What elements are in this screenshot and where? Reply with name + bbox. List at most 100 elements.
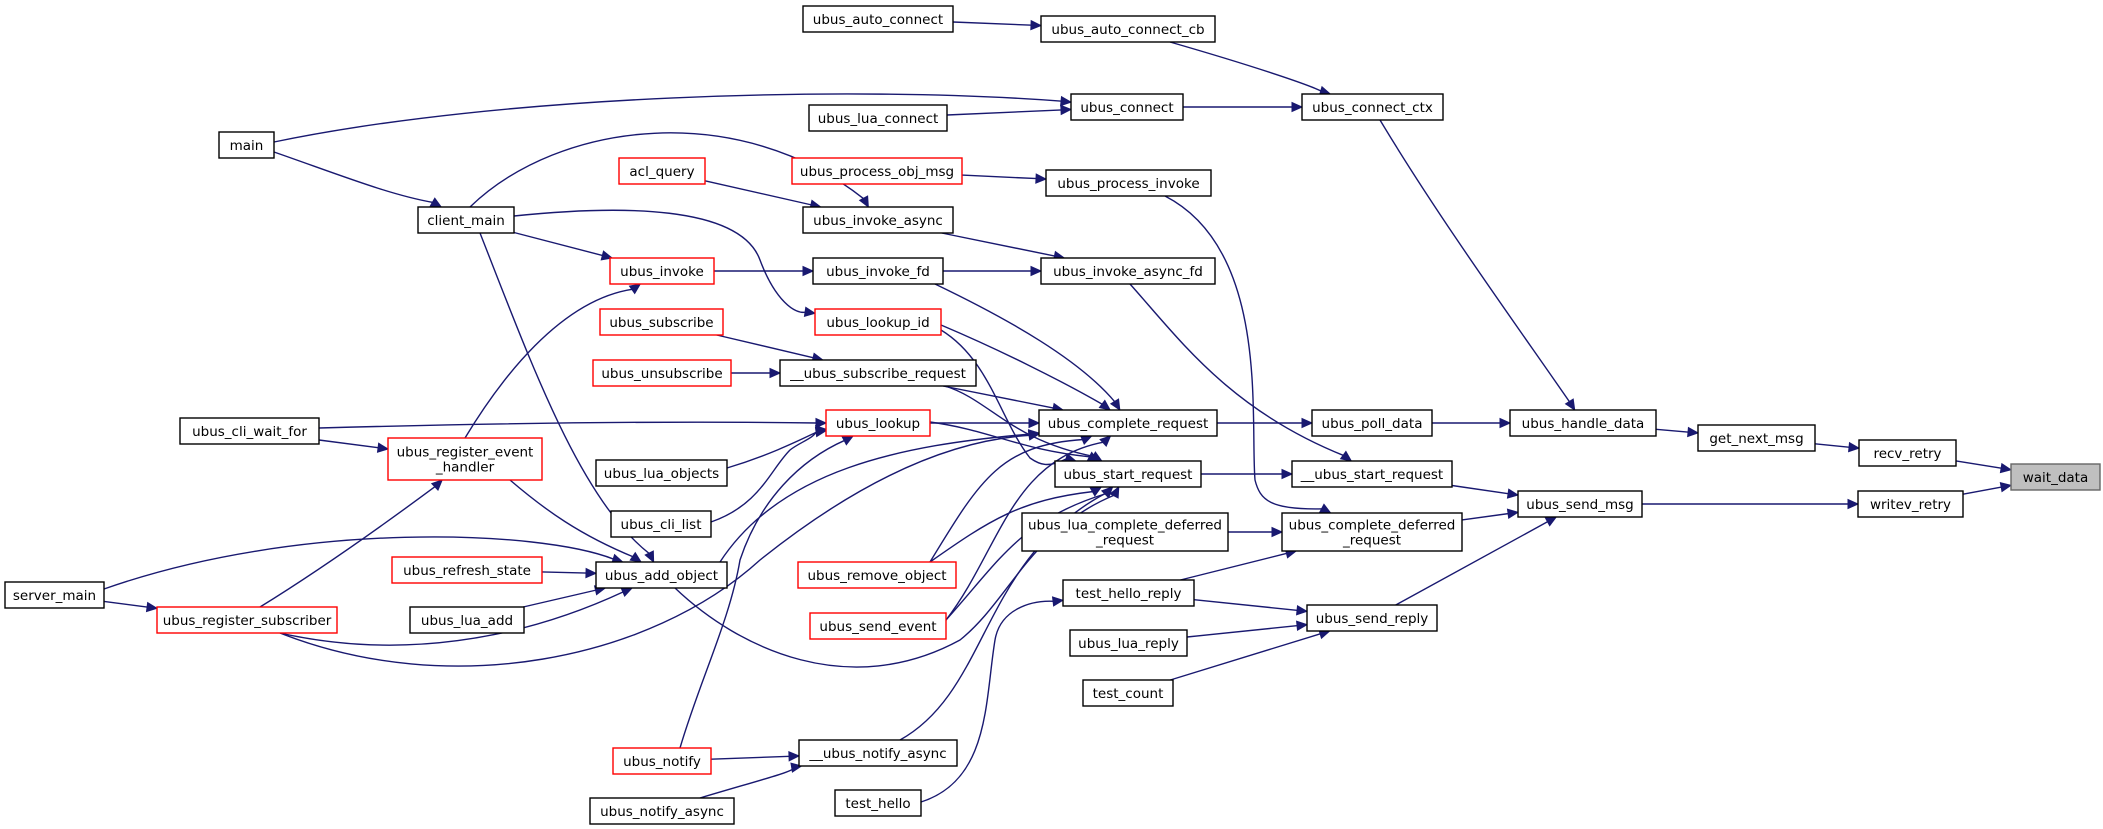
node-ubus_process_invoke[interactable]: ubus_process_invoke [1045, 169, 1212, 197]
node-label: ubus_poll_data [1322, 416, 1423, 432]
edge-ubus_add_object-to-ubus_complete_request [719, 429, 1041, 563]
nodes-layer: wait_data recv_retry writev_retry get_next_… [4, 5, 2101, 825]
edge-ubus_notify_async-to-__ubus_notify_async [699, 762, 803, 799]
node-ubus_lua_connect[interactable]: ubus_lua_connect [808, 104, 948, 132]
node-ubus_lookup[interactable]: ubus_lookup [825, 409, 931, 437]
node-label: ubus_complete_deferred [1289, 518, 1456, 534]
node-test_hello[interactable]: test_hello [834, 789, 922, 817]
node-ubus_complete_request[interactable]: ubus_complete_request [1038, 409, 1218, 437]
node-ubus_invoke_fd[interactable]: ubus_invoke_fd [812, 257, 944, 285]
node-ubus_cli_list[interactable]: ubus_cli_list [610, 510, 712, 538]
node-__ubus_start_request[interactable]: __ubus_start_request [1291, 460, 1453, 488]
node-ubus_poll_data[interactable]: ubus_poll_data [1311, 409, 1433, 437]
edge-ubus_lookup_id-to-ubus_start_request [940, 329, 1077, 466]
edge-server_main-to-ubus_register_subscriber [103, 600, 159, 613]
node-label: get_next_msg [1709, 431, 1803, 447]
node-ubus_process_obj_msg[interactable]: ubus_process_obj_msg [791, 157, 963, 185]
node-ubus_notify[interactable]: ubus_notify [612, 747, 712, 775]
node-label: test_hello_reply [1076, 586, 1182, 602]
node-label: ubus_register_subscriber [163, 613, 332, 629]
node-ubus_lua_add[interactable]: ubus_lua_add [409, 606, 525, 634]
node-ubus_complete_deferred_request[interactable]: ubus_complete_deferred_request [1281, 512, 1463, 552]
node-label: _handler [435, 460, 495, 476]
edge-ubus_lua_objects-to-ubus_lookup [726, 426, 828, 469]
node-label: test_hello [845, 796, 910, 812]
edge-ubus_complete_deferred_request-to-ubus_send_msg [1461, 508, 1520, 521]
node-wait_data: wait_data [2010, 463, 2101, 491]
edge-ubus_auto_connect_cb-to-ubus_connect_ctx [1169, 41, 1332, 97]
node-ubus_invoke_async[interactable]: ubus_invoke_async [802, 206, 954, 234]
node-ubus_connect[interactable]: ubus_connect [1070, 93, 1184, 121]
node-label: writev_retry [1870, 497, 1951, 513]
node-ubus_lua_reply[interactable]: ubus_lua_reply [1069, 629, 1188, 657]
edge-ubus_complete_request-to-ubus_poll_data [1217, 417, 1314, 429]
edge-ubus_register_event_handler-to-ubus_invoke [464, 283, 642, 439]
node-ubus_register_subscriber[interactable]: ubus_register_subscriber [156, 606, 338, 634]
node-label: ubus_invoke_async_fd [1053, 264, 1203, 280]
node-ubus_add_object[interactable]: ubus_add_object [595, 561, 728, 589]
node-ubus_unsubscribe[interactable]: ubus_unsubscribe [592, 359, 732, 387]
edge-ubus_auto_connect-to-ubus_auto_connect_cb [952, 19, 1043, 31]
node-label: __ubus_notify_async [808, 746, 946, 762]
node-ubus_connect_ctx[interactable]: ubus_connect_ctx [1301, 93, 1444, 121]
node-main[interactable]: main [218, 131, 275, 159]
edge-ubus_lua_connect-to-ubus_connect [946, 104, 1073, 116]
node-ubus_send_reply[interactable]: ubus_send_reply [1306, 604, 1438, 632]
node-ubus_subscribe[interactable]: ubus_subscribe [599, 308, 724, 336]
node-label: ubus_send_reply [1316, 611, 1429, 627]
node-label: ubus_add_object [605, 568, 718, 584]
node-ubus_handle_data[interactable]: ubus_handle_data [1509, 409, 1657, 437]
edge-ubus_unsubscribe-to-__ubus_subscribe_request [731, 367, 782, 379]
node-acl_query[interactable]: acl_query [618, 157, 706, 185]
node-__ubus_subscribe_request[interactable]: __ubus_subscribe_request [779, 359, 977, 387]
node-ubus_send_msg[interactable]: ubus_send_msg [1517, 490, 1643, 518]
node-test_count[interactable]: test_count [1082, 679, 1174, 707]
node-label: ubus_invoke_fd [826, 264, 930, 280]
node-label: ubus_cli_list [621, 517, 702, 533]
node-test_hello_reply[interactable]: test_hello_reply [1062, 579, 1195, 607]
edge-ubus_lookup-to-ubus_complete_request [930, 417, 1041, 429]
node-client_main[interactable]: client_main [417, 206, 515, 234]
edge-server_main-to-ubus_add_object [103, 536, 624, 590]
node-label: test_count [1093, 686, 1164, 702]
node-label: __ubus_start_request [1300, 467, 1443, 483]
node-label: ubus_auto_connect_cb [1051, 22, 1204, 38]
edge-ubus_refresh_state-to-ubus_add_object [541, 567, 598, 579]
edge-client_main-to-ubus_invoke [513, 231, 614, 261]
node-writev_retry[interactable]: writev_retry [1857, 490, 1964, 518]
node-ubus_cli_wait_for[interactable]: ubus_cli_wait_for [179, 417, 320, 445]
node-label: client_main [427, 213, 505, 229]
node-ubus_notify_async[interactable]: ubus_notify_async [589, 797, 735, 825]
edge-ubus_cli_wait_for-to-ubus_register_event_handler [318, 439, 390, 453]
edge-ubus_handle_data-to-get_next_msg [1655, 426, 1700, 438]
node-recv_retry[interactable]: recv_retry [1858, 439, 1957, 467]
node-ubus_register_event_handler[interactable]: ubus_register_event_handler [387, 437, 543, 481]
node-label: ubus_unsubscribe [601, 366, 722, 382]
edge-test_hello_reply-to-ubus_send_reply [1193, 599, 1309, 616]
node-ubus_lua_complete_deferred_request[interactable]: ubus_lua_complete_deferred_request [1021, 512, 1229, 552]
node-label: ubus_invoke [620, 264, 704, 280]
node-ubus_start_request[interactable]: ubus_start_request [1054, 460, 1202, 488]
node-ubus_invoke[interactable]: ubus_invoke [609, 257, 715, 285]
edge-ubus_cli_list-to-ubus_lookup [710, 425, 828, 523]
node-ubus_auto_connect_cb[interactable]: ubus_auto_connect_cb [1040, 15, 1216, 43]
node-label: ubus_handle_data [1522, 416, 1645, 432]
node-__ubus_notify_async[interactable]: __ubus_notify_async [798, 739, 958, 767]
node-label: ubus_complete_request [1048, 416, 1209, 432]
node-server_main[interactable]: server_main [4, 581, 105, 609]
edge-ubus_connect-to-ubus_connect_ctx [1183, 101, 1304, 113]
edge-main-to-client_main [273, 151, 443, 208]
node-label: ubus_start_request [1064, 467, 1193, 483]
node-ubus_remove_object[interactable]: ubus_remove_object [797, 561, 957, 589]
edge-ubus_process_obj_msg-to-ubus_process_invoke [961, 173, 1048, 184]
edge-test_hello_reply-to-ubus_complete_deferred_request [1180, 548, 1298, 581]
node-ubus_refresh_state[interactable]: ubus_refresh_state [391, 556, 543, 584]
node-ubus_send_event[interactable]: ubus_send_event [809, 612, 947, 640]
node-ubus_invoke_async_fd[interactable]: ubus_invoke_async_fd [1040, 257, 1216, 285]
node-ubus_lua_objects[interactable]: ubus_lua_objects [595, 459, 728, 487]
edge-test_count-to-ubus_send_reply [1170, 629, 1331, 681]
node-ubus_lookup_id[interactable]: ubus_lookup_id [814, 308, 942, 336]
node-get_next_msg[interactable]: get_next_msg [1697, 424, 1816, 452]
node-ubus_auto_connect[interactable]: ubus_auto_connect [802, 5, 954, 33]
